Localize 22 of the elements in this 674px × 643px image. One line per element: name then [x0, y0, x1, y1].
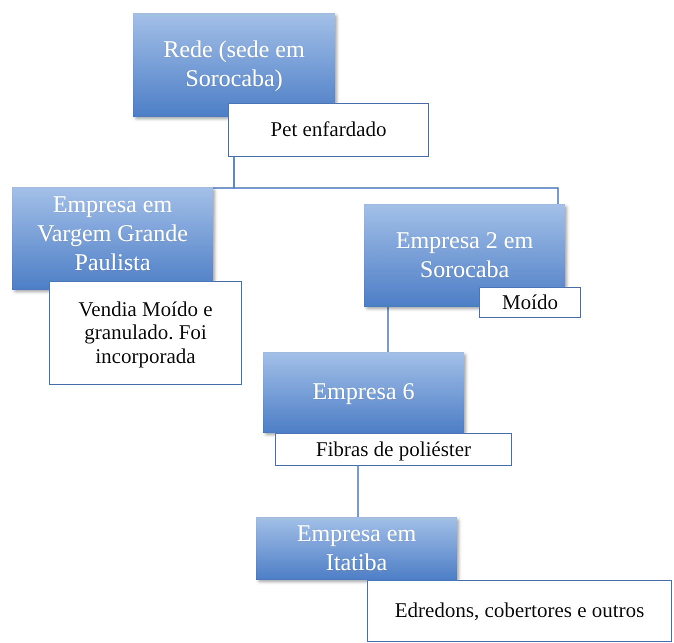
note-text: Moído	[502, 290, 558, 314]
org-name: Empresa 6	[312, 378, 414, 407]
org-name: Empresa em Itatiba	[296, 520, 418, 578]
note-box	[367, 580, 672, 642]
note-box	[275, 433, 512, 466]
note-box	[479, 287, 581, 318]
note-text: Fibras de poliéster	[316, 438, 472, 462]
org-box	[133, 13, 335, 117]
note-text: Vendia Moído e granulado. Foi incorporada	[77, 298, 214, 368]
note-text: Pet enfardado	[270, 118, 387, 142]
org-name: Empresa 2 em Sorocaba	[394, 226, 534, 284]
org-box	[256, 517, 457, 580]
connector-line	[357, 466, 359, 517]
org-name: Empresa em Vargem Grande Paulista	[36, 191, 189, 278]
org-box	[263, 352, 464, 433]
note-box	[49, 281, 242, 385]
note-box	[228, 103, 429, 157]
note-text: Edredons, cobertores e outros	[394, 599, 644, 623]
org-name: Rede (sede em Sorocaba)	[162, 36, 306, 94]
connector-line	[233, 157, 559, 204]
connector-line	[387, 307, 389, 352]
org-box	[12, 187, 213, 290]
